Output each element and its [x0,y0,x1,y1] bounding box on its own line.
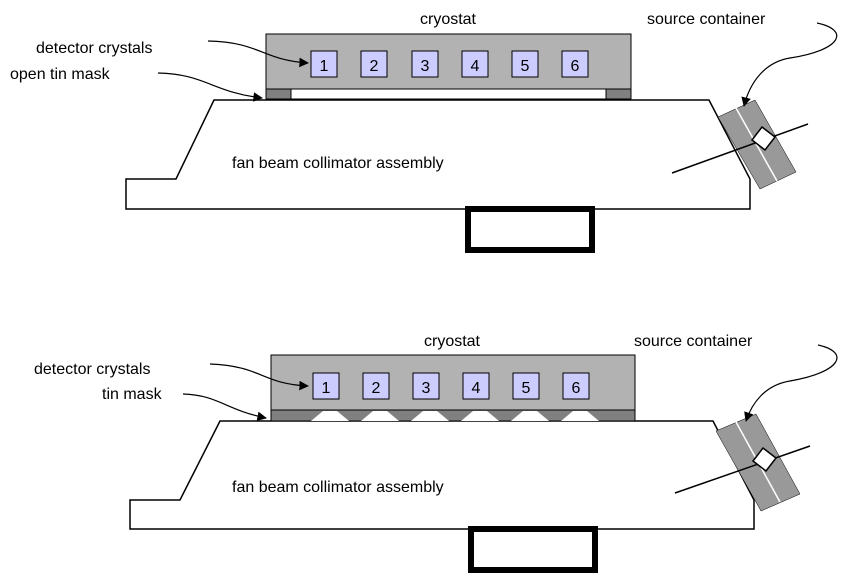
cryostat-label: cryostat [420,11,477,28]
source-beam-line [671,123,809,174]
collimator-openings [311,411,599,421]
detector-crystal: 1 [310,50,338,78]
detector-crystals-label: detector crystals [36,40,152,57]
detector-crystal: 5 [511,50,539,78]
detector-crystal: 3 [411,50,439,78]
detector-crystal: 4 [462,372,490,400]
detector-crystal: 2 [362,372,390,400]
arrow-mask [182,393,267,422]
collimator-assembly [125,99,751,210]
arrow-detector-crystals [207,40,309,68]
detector-crystal: 6 [561,50,589,78]
crystal-row: 1 2 3 4 5 6 [310,50,589,78]
collimator-base [468,526,598,573]
crystal-number: 2 [372,380,381,397]
collimator-base [465,206,595,253]
source-container-label: source container [634,333,753,350]
crystal-number: 4 [472,380,481,397]
source-container-label: source container [647,11,766,28]
arrow-source-container [744,344,838,422]
source-container [671,99,809,190]
cryostat-label: cryostat [424,333,481,350]
crystal-number: 3 [421,58,430,75]
crystal-number: 6 [571,58,580,75]
source-capsule [751,446,778,473]
crystal-number: 1 [322,380,331,397]
open-mask-strip [265,88,632,100]
detector-crystal: 2 [360,50,388,78]
source-container [674,413,811,512]
crystal-row: 1 2 3 4 5 6 [312,372,590,400]
collimator-label: fan beam collimator assembly [232,479,444,496]
mask-label: open tin mask [10,66,111,83]
detector-crystal: 6 [562,372,590,400]
crystal-number: 2 [370,58,379,75]
tin-mask-strip [270,409,636,422]
mask-end-right [605,88,632,100]
panel-open-mask: 1 2 3 4 5 6 [10,11,838,253]
crystal-number: 3 [422,380,431,397]
detector-crystal: 4 [461,50,489,78]
panel-closed-mask: 1 2 3 4 5 6 [34,333,838,573]
detector-crystals-label: detector crystals [34,361,150,378]
crystal-number: 5 [521,58,530,75]
arrow-source-container [741,22,838,107]
collimator-assembly [129,420,755,530]
arrow-detector-crystals [209,363,309,391]
crystal-number: 1 [320,58,329,75]
mask-label: tin mask [102,386,163,403]
arrow-mask [157,72,263,102]
crystal-number: 6 [572,380,581,397]
crystal-number: 4 [471,58,480,75]
mask-end-left [265,88,292,100]
crystal-number: 5 [522,380,531,397]
collimator-label: fan beam collimator assembly [232,155,444,172]
detector-crystal: 5 [512,372,540,400]
detector-crystal: 1 [312,372,340,400]
source-capsule [750,125,777,152]
detector-crystal: 3 [412,372,440,400]
source-beam-line [674,445,811,494]
